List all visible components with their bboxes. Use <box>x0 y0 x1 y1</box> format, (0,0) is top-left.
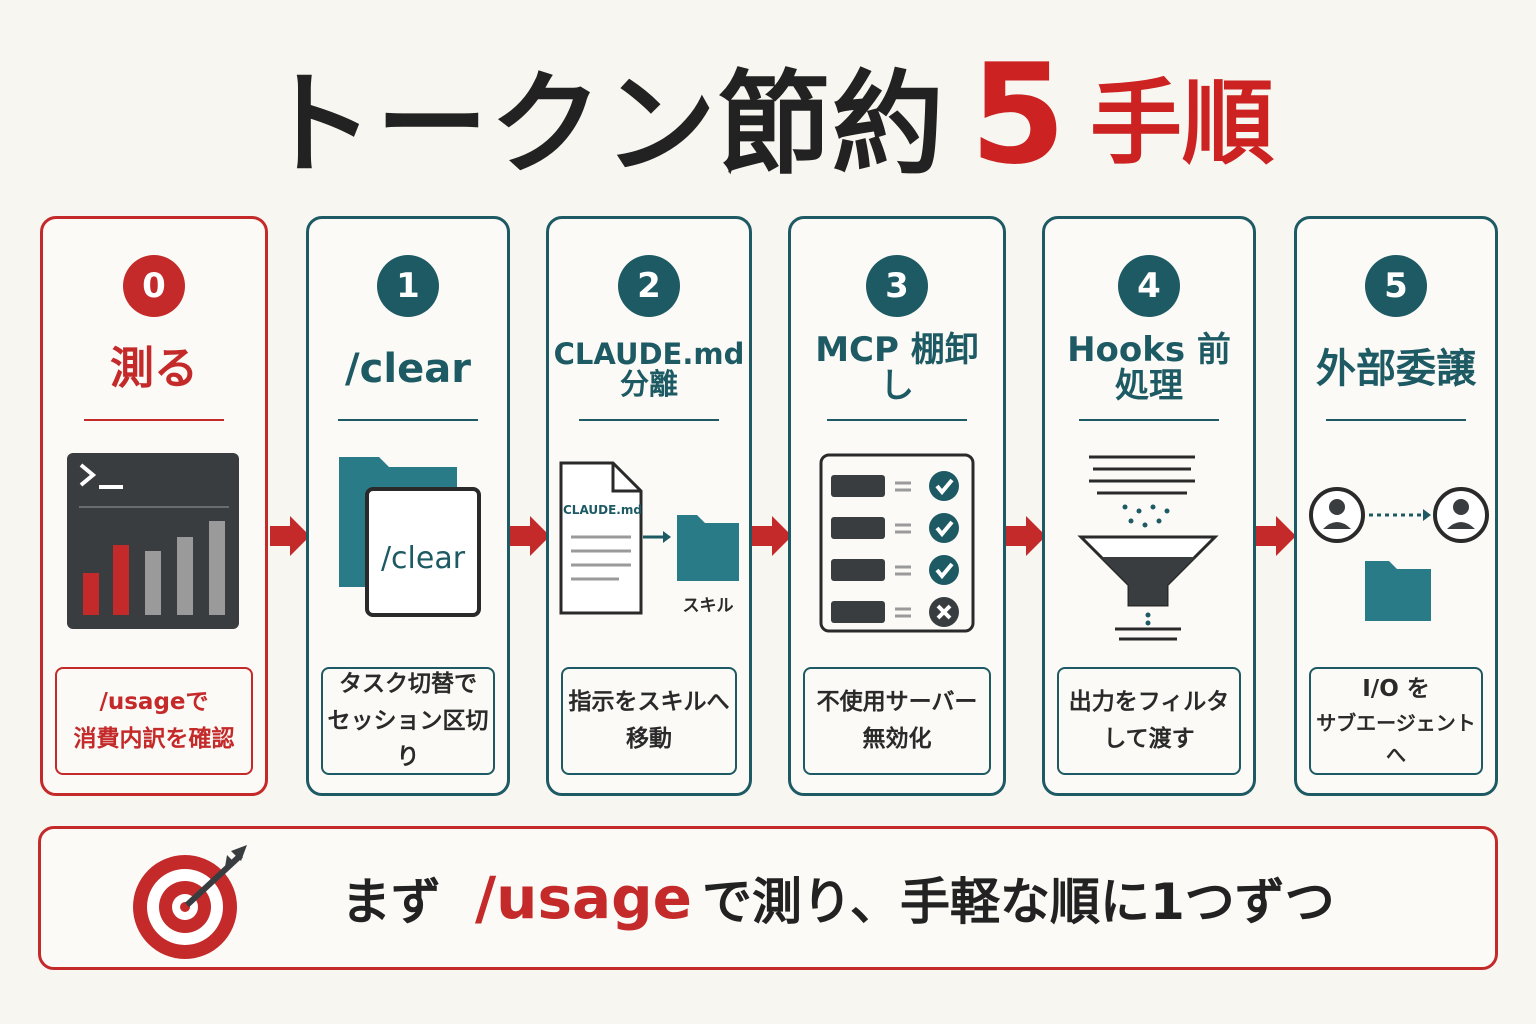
divider <box>1079 419 1219 421</box>
arrow-right-icon <box>1256 516 1296 556</box>
step-description: タスク切替で セッション区切り <box>321 667 495 775</box>
divider <box>338 419 478 421</box>
step-badge: 2 <box>618 255 680 317</box>
step-description: 不使用サーバー 無効化 <box>803 667 991 775</box>
step-title: CLAUDE.md 分離 <box>553 336 745 401</box>
step-badge: 3 <box>866 255 928 317</box>
step-card-0: 0 測る /usageで 消費内訳を確認 <box>40 216 268 796</box>
step-badge: 0 <box>123 255 185 317</box>
divider <box>827 419 967 421</box>
step-title: Hooks 前処理 <box>1067 330 1231 406</box>
footer-banner: まず /usage で測り、手軽な順に1つずつ <box>38 826 1498 970</box>
terminal-chart-icon <box>43 445 265 645</box>
target-icon <box>133 845 247 959</box>
document-icon: CLAUDE.md スキル <box>549 445 749 645</box>
step-title: MCP 棚卸し <box>815 330 979 406</box>
agents-handoff-icon <box>1297 445 1495 645</box>
step-card-2: 2 CLAUDE.md 分離 CLAUDE.md スキル 指示をスキルへ 移動 <box>546 216 752 796</box>
title-number: 5 <box>969 34 1066 195</box>
step-title: 外部委譲 <box>1316 346 1476 392</box>
step-title: 測る <box>110 342 198 394</box>
footer-rest: で測り、手軽な順に1つずつ <box>702 873 1335 931</box>
step-badge: 5 <box>1365 255 1427 317</box>
folder-icon: /clear <box>309 445 507 645</box>
divider <box>84 419 224 421</box>
footer-lead: まず <box>341 873 441 931</box>
footer-highlight: /usage <box>475 864 692 932</box>
arrow-right-icon <box>752 516 792 556</box>
step-badge: 4 <box>1118 255 1180 317</box>
page-title: トークン節約 5 手順 <box>0 34 1536 195</box>
folder-label: /clear <box>380 541 466 576</box>
arrow-right-icon <box>270 516 310 556</box>
step-card-3: 3 MCP 棚卸し <box>788 216 1006 796</box>
step-description: /usageで 消費内訳を確認 <box>55 667 253 775</box>
step-description: 指示をスキルへ 移動 <box>561 667 737 775</box>
step-card-5: 5 外部委譲 I/O を サブエージェントへ <box>1294 216 1498 796</box>
step-card-1: 1 /clear /clear タスク切替で セッション区切り <box>306 216 510 796</box>
arrow-right-icon <box>1006 516 1046 556</box>
funnel-icon <box>1045 445 1253 645</box>
step-description: 出力をフィルタ して渡す <box>1057 667 1241 775</box>
step-title: /clear <box>345 346 471 392</box>
title-main: トークン節約 <box>261 60 946 190</box>
arrow-right-icon <box>510 516 550 556</box>
step-description: I/O を サブエージェントへ <box>1309 667 1483 775</box>
skill-folder-label: スキル <box>682 596 734 616</box>
step-badge: 1 <box>377 255 439 317</box>
step-card-4: 4 Hooks 前処理 出力をフィルタ して渡す <box>1042 216 1256 796</box>
document-label: CLAUDE.md <box>563 503 642 517</box>
footer-message: まず /usage で測り、手軽な順に1つずつ <box>341 829 1335 967</box>
title-suffix: 手順 <box>1090 69 1275 177</box>
divider <box>579 419 719 421</box>
divider <box>1326 419 1466 421</box>
server-list-icon <box>791 445 1003 645</box>
